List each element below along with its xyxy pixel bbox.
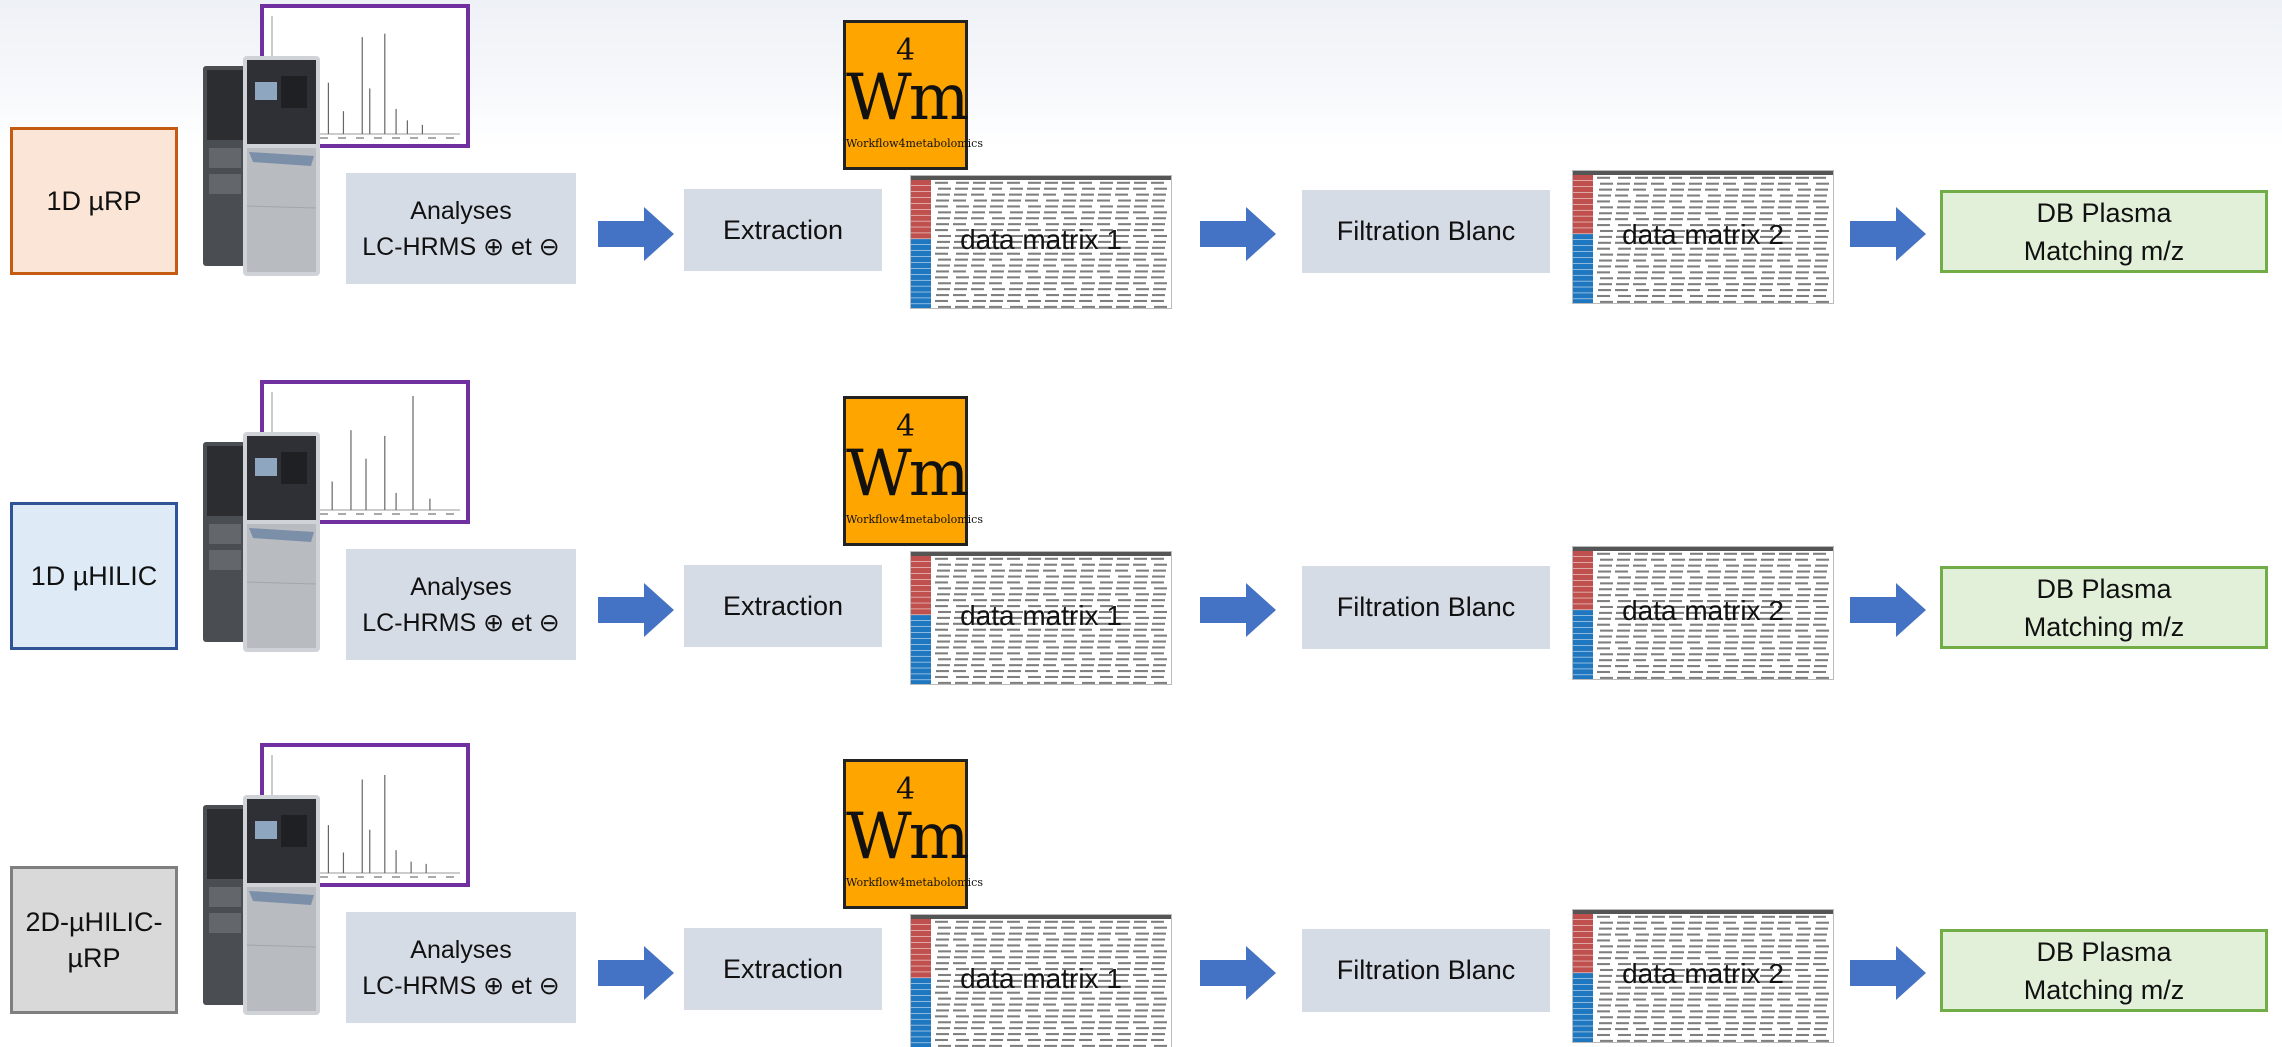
logo-number: 4 xyxy=(895,409,916,444)
logo-name: Workflow4metabolomics xyxy=(846,137,983,150)
analyses-label: Analyses xyxy=(410,572,512,601)
extraction-label: Extraction xyxy=(722,214,844,245)
arrow-right-icon xyxy=(598,207,674,261)
arrow-right-icon xyxy=(1850,207,1926,261)
logo-letters: Wm xyxy=(846,61,969,135)
data-table-icon: data matrix 1 xyxy=(910,551,1172,685)
arrow-right-icon xyxy=(598,583,674,637)
extraction-box: Extraction xyxy=(684,189,882,271)
data-matrix-2-label: data matrix 2 xyxy=(1622,219,1784,250)
data-table-icon: data matrix 2 xyxy=(1572,170,1834,304)
method-label: 1D µHILIC xyxy=(30,561,158,591)
arrow-right-icon xyxy=(1200,946,1276,1000)
method-box: 1D µRP xyxy=(10,127,178,275)
matching-label: Matching m/z xyxy=(2023,611,2185,642)
method-box: 2D-µHILIC-µRP xyxy=(10,866,178,1014)
filtration-label: Filtration Blanc xyxy=(1336,216,1516,246)
analyses-label: Analyses xyxy=(410,196,512,225)
data-table-icon: data matrix 2 xyxy=(1572,546,1834,680)
w4m-logo-icon: 4 Wm Workflow4metabolomics xyxy=(843,20,983,170)
filtration-box: Filtration Blanc xyxy=(1302,929,1550,1012)
analyses-mode-label: LC-HRMS ⊕ et ⊖ xyxy=(362,608,560,637)
arrow-right-icon xyxy=(1200,583,1276,637)
lc-ms-instrument-icon xyxy=(203,432,320,652)
logo-letters: Wm xyxy=(846,437,969,511)
analyses-box: Analyses LC-HRMS ⊕ et ⊖ xyxy=(346,173,576,284)
db-matching-box: DB Plasma Matching m/z xyxy=(1940,929,2268,1012)
logo-name: Workflow4metabolomics xyxy=(846,513,983,526)
db-matching-box: DB Plasma Matching m/z xyxy=(1940,566,2268,649)
logo-letters: Wm xyxy=(846,800,969,874)
data-matrix-1-label: data matrix 1 xyxy=(960,224,1122,255)
analyses-box: Analyses LC-HRMS ⊕ et ⊖ xyxy=(346,912,576,1023)
method-label: 1D µRP xyxy=(46,186,142,216)
lc-ms-instrument-icon xyxy=(203,56,320,276)
matching-label: Matching m/z xyxy=(2023,974,2185,1005)
arrow-right-icon xyxy=(1850,583,1926,637)
db-matching-box: DB Plasma Matching m/z xyxy=(1940,190,2268,273)
data-table-icon: data matrix 1 xyxy=(910,914,1172,1047)
arrow-right-icon xyxy=(1850,946,1926,1000)
extraction-label: Extraction xyxy=(722,590,844,621)
data-table-icon: data matrix 2 xyxy=(1572,909,1834,1043)
data-matrix-2-label: data matrix 2 xyxy=(1622,595,1784,626)
filtration-label: Filtration Blanc xyxy=(1336,592,1516,622)
analyses-mode-label: LC-HRMS ⊕ et ⊖ xyxy=(362,971,560,1000)
extraction-box: Extraction xyxy=(684,565,882,647)
data-table-icon: data matrix 1 xyxy=(910,175,1172,309)
data-matrix-2-label: data matrix 2 xyxy=(1622,958,1784,989)
data-matrix-1-label: data matrix 1 xyxy=(960,600,1122,631)
workflow-row-2: 1D µHILIC Analyses LC-HRMS ⊕ et ⊖ Extrac… xyxy=(0,376,2282,716)
logo-number: 4 xyxy=(895,33,916,68)
method-label: 2D-µHILIC-µRP xyxy=(25,907,163,973)
w4m-logo-icon: 4 Wm Workflow4metabolomics xyxy=(843,396,983,546)
workflow-row-3: 2D-µHILIC-µRP Analyses LC-HRMS ⊕ et ⊖ Ex… xyxy=(0,739,2282,1047)
filtration-box: Filtration Blanc xyxy=(1302,190,1550,273)
w4m-logo-icon: 4 Wm Workflow4metabolomics xyxy=(843,759,983,909)
logo-number: 4 xyxy=(895,772,916,807)
data-matrix-1-label: data matrix 1 xyxy=(960,963,1122,994)
db-label: DB Plasma xyxy=(2036,936,2172,967)
filtration-label: Filtration Blanc xyxy=(1336,955,1516,985)
db-label: DB Plasma xyxy=(2036,197,2172,228)
lc-ms-instrument-icon xyxy=(203,795,320,1015)
logo-name: Workflow4metabolomics xyxy=(846,876,983,889)
method-box: 1D µHILIC xyxy=(10,502,178,650)
arrow-right-icon xyxy=(598,946,674,1000)
filtration-box: Filtration Blanc xyxy=(1302,566,1550,649)
extraction-box: Extraction xyxy=(684,928,882,1010)
arrow-right-icon xyxy=(1200,207,1276,261)
workflow-row-1: 1D µRP Analyses LC-HRMS ⊕ et ⊖ Extractio… xyxy=(0,0,2282,340)
analyses-label: Analyses xyxy=(410,935,512,964)
db-label: DB Plasma xyxy=(2036,573,2172,604)
extraction-label: Extraction xyxy=(722,953,844,984)
analyses-mode-label: LC-HRMS ⊕ et ⊖ xyxy=(362,232,560,261)
matching-label: Matching m/z xyxy=(2023,235,2185,266)
analyses-box: Analyses LC-HRMS ⊕ et ⊖ xyxy=(346,549,576,660)
